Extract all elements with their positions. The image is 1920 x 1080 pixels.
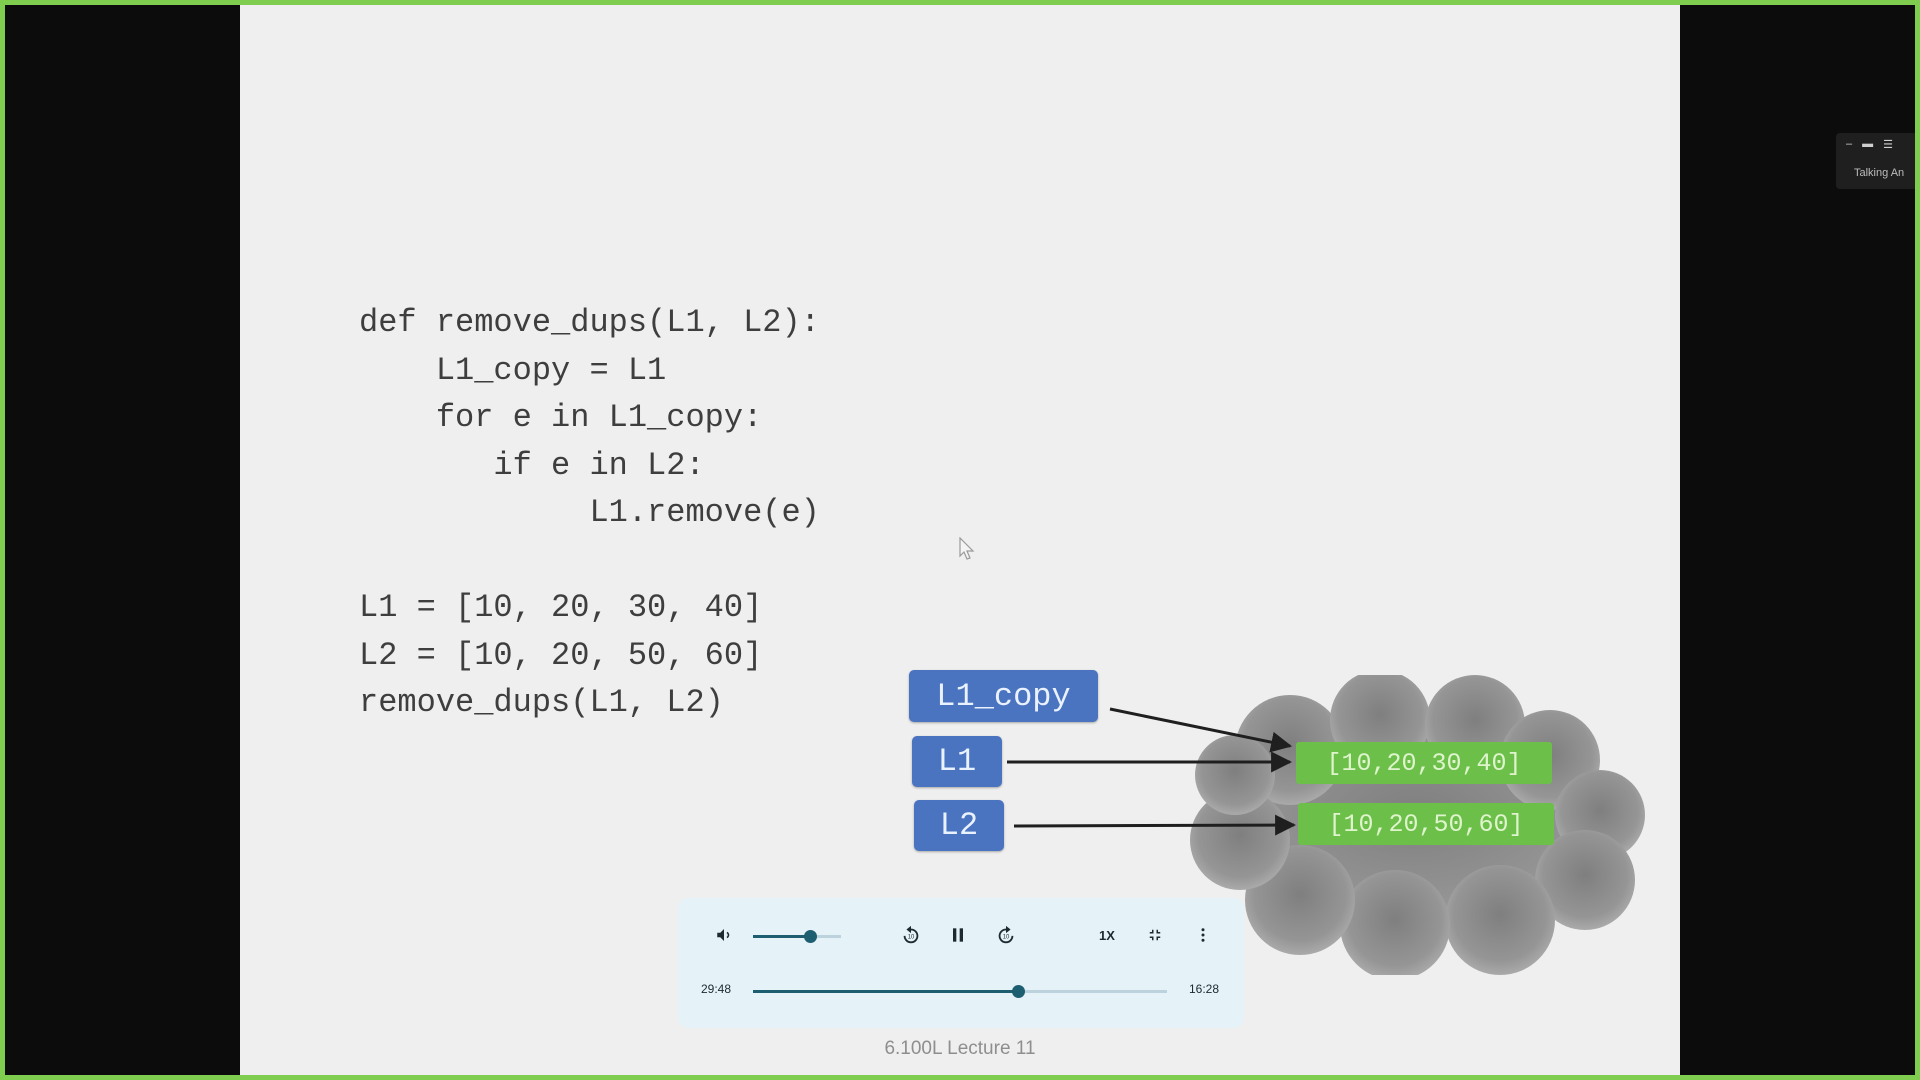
code-line: L1.remove(e) [359,494,820,531]
code-line: def remove_dups(L1, L2): [359,304,820,341]
restore-icon[interactable]: ▬ [1862,138,1874,150]
speed-button[interactable]: 1X [1089,917,1125,953]
exit-fullscreen-icon[interactable] [1137,917,1173,953]
code-block: def remove_dups(L1, L2): L1_copy = L1 fo… [359,299,820,727]
seek-knob[interactable] [1011,985,1025,998]
remaining-time: 16:28 [1188,982,1220,996]
code-line: remove_dups(L1, L2) [359,684,724,721]
volume-slider[interactable] [753,930,841,943]
menu-icon[interactable]: ☰ [1883,139,1893,151]
video-player-controls: 10 10 1X 29:48 16:28 [678,898,1244,1028]
mouse-cursor-icon [959,537,975,560]
code-line: L1_copy = L1 [359,351,667,389]
volume-icon[interactable] [706,917,742,953]
elapsed-time: 29:48 [700,982,732,996]
pause-icon[interactable] [940,917,976,953]
svg-text:10: 10 [1003,935,1010,941]
code-line: L2 = [10, 20, 50, 60] [359,636,763,674]
volume-knob[interactable] [804,930,818,943]
seek-bar[interactable] [753,985,1167,998]
more-vertical-icon[interactable] [1185,917,1221,953]
var-box-l1: L1 [912,736,1002,787]
svg-text:10: 10 [908,935,915,941]
widget-controls: – ▬ ☰ [1846,138,1893,151]
forward-10-icon[interactable]: 10 [988,917,1024,953]
floating-participant-widget[interactable]: – ▬ ☰ Talking An [1836,133,1916,189]
seek-fill [753,990,1018,993]
widget-label: Talking An [1854,167,1905,179]
var-box-l1-copy: L1_copy [909,670,1098,722]
code-line: L1 = [10, 20, 30, 40] [359,589,763,626]
code-line: for e in L1_copy: [359,399,763,436]
list-object-1: [10,20,30,40] [1296,742,1552,784]
minimize-icon[interactable]: – [1846,138,1853,150]
volume-fill [753,935,811,938]
rewind-10-icon[interactable]: 10 [893,917,929,953]
speed-label: 1X [1099,927,1115,943]
list-object-2: [10,20,50,60] [1298,803,1554,845]
code-line: if e in L2: [359,446,705,484]
var-box-l2: L2 [914,800,1004,851]
slide-footer: 6.100L Lecture 11 [884,1038,1036,1059]
